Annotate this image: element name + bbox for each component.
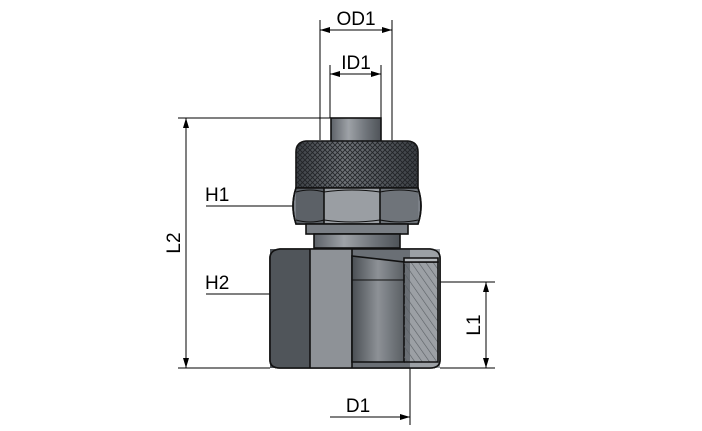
cutaway-bore <box>351 255 405 363</box>
h2-label: H2 <box>205 273 229 294</box>
dimension-arrowheads <box>183 27 489 420</box>
l2-label: L2 <box>164 232 185 253</box>
fitting-body <box>269 117 441 369</box>
od1-label: OD1 <box>336 9 375 30</box>
h1-label: H1 <box>205 185 229 206</box>
neck-ring <box>305 223 409 235</box>
d1-label: D1 <box>346 396 370 417</box>
id1-label: ID1 <box>341 53 371 74</box>
neck <box>313 233 401 249</box>
l1-label: L1 <box>464 314 485 335</box>
